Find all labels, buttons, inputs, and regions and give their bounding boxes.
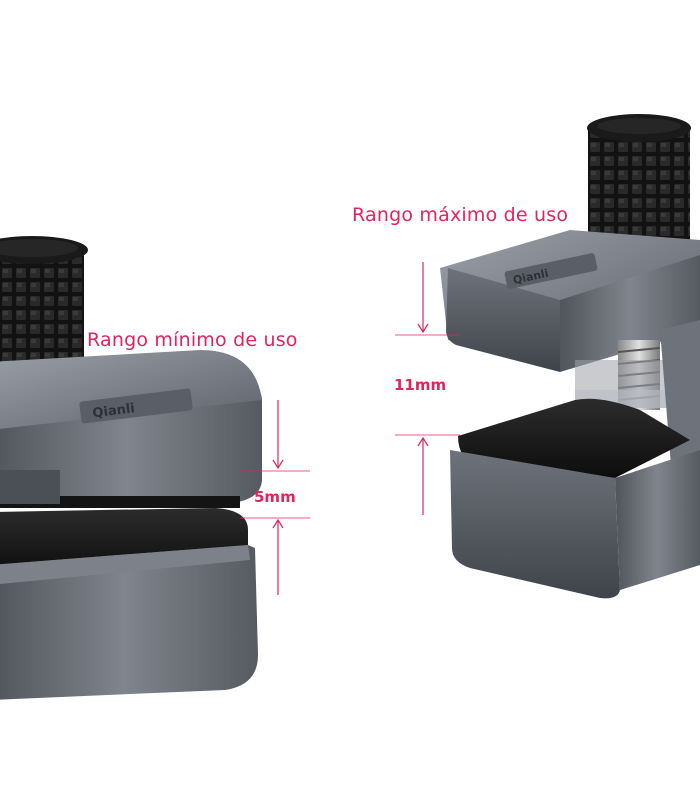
right-knob: [587, 114, 691, 252]
right-bottom-pad: [458, 398, 690, 478]
min-gap-measurement: 5mm: [254, 488, 296, 506]
right-bottom-base: [450, 450, 700, 599]
min-range-label: Rango mínimo de uso: [87, 329, 298, 351]
right-clamp: Qianli: [395, 114, 700, 599]
left-top-arm: Qianli: [0, 350, 262, 505]
left-dimension-marks: [240, 400, 310, 595]
left-brand-engraving: Qianli: [92, 401, 136, 421]
max-range-label: Rango máximo de uso: [352, 204, 569, 226]
left-clamp: Qianli: [0, 236, 310, 700]
max-gap-measurement: 11mm: [394, 376, 447, 394]
right-top-arm: Qianli: [440, 230, 700, 372]
right-dimension-marks: [395, 262, 460, 515]
left-bottom-base: [0, 470, 258, 700]
